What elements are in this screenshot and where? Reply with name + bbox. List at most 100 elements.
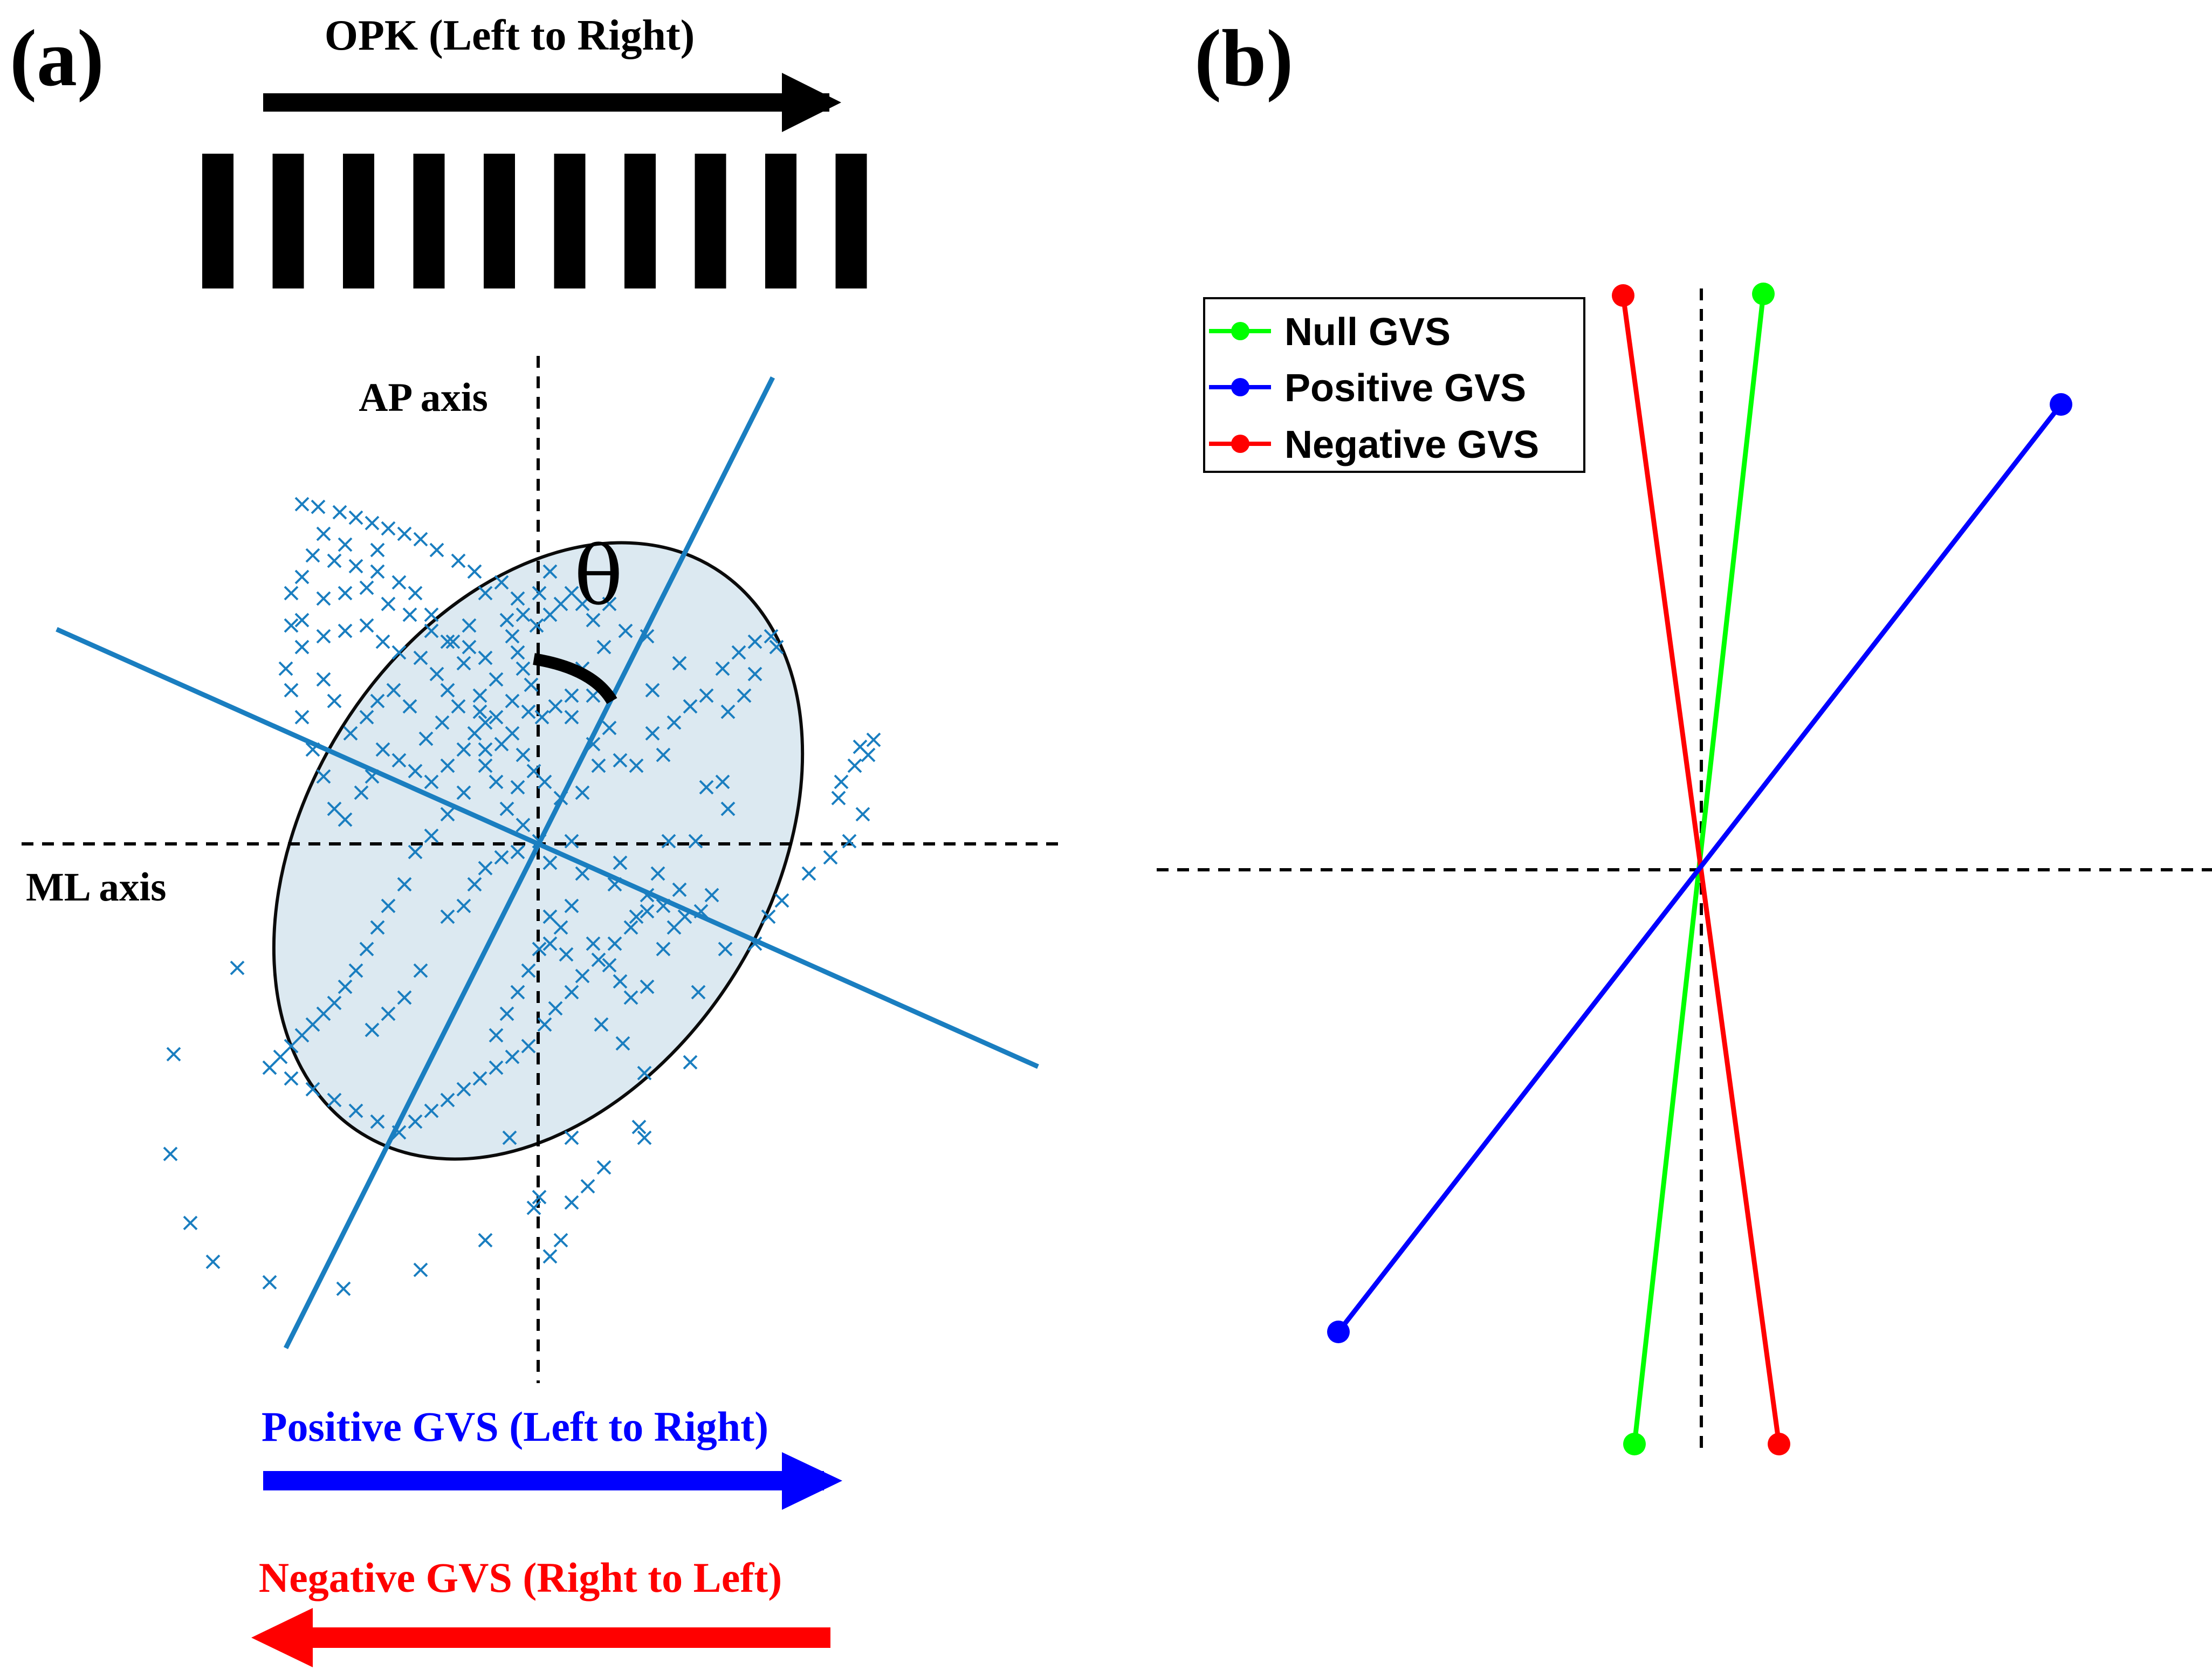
scatter-marker [537, 1017, 552, 1032]
scatter-marker [764, 629, 779, 644]
scatter-marker [365, 769, 380, 784]
scatter-marker [402, 607, 417, 622]
negative-gvs-arrow [251, 1608, 830, 1667]
scatter-marker [564, 1195, 579, 1210]
scatter-marker [720, 704, 736, 719]
scatter-marker [580, 1179, 595, 1194]
scatter-marker [715, 661, 730, 676]
scatter-marker [370, 542, 385, 558]
scatter-marker [575, 785, 590, 800]
scatter-marker [316, 526, 331, 541]
scatter-marker [478, 742, 493, 757]
opk-stripe [695, 154, 726, 288]
scatter-marker [370, 1114, 385, 1129]
scatter-marker [365, 1022, 380, 1037]
scatter-marker [542, 855, 558, 870]
scatter-marker [737, 688, 752, 703]
scatter-marker [596, 640, 612, 655]
scatter-marker [505, 629, 520, 644]
negative-gvs-label: Negative GVS (Right to Left) [259, 1554, 782, 1601]
scatter-marker [769, 640, 784, 655]
scatter-marker [336, 1281, 351, 1296]
scatter-marker [467, 877, 482, 892]
scatter-marker [640, 629, 655, 644]
scatter-marker [391, 645, 407, 660]
scatter-marker [359, 580, 374, 595]
opk-arrow [263, 73, 841, 132]
scatter-marker [521, 1039, 536, 1054]
legend-item-negative: Negative GVS [1209, 423, 1539, 466]
scatter-marker [451, 553, 466, 568]
scatter-marker [163, 1146, 178, 1161]
scatter-marker [548, 699, 563, 714]
scatter-marker [440, 1092, 455, 1108]
scatter-marker [575, 866, 590, 881]
scatter-marker [429, 542, 444, 558]
scatter-marker [424, 1103, 439, 1118]
scatter-marker [305, 548, 320, 563]
scatter-marker [510, 844, 525, 860]
legend-label-negative: Negative GVS [1284, 423, 1539, 466]
scatter-marker [348, 559, 363, 574]
scatter-marker [424, 623, 439, 638]
scatter-marker [564, 898, 579, 913]
scatter-marker [656, 747, 671, 762]
scatter-marker [381, 898, 396, 913]
scatter-points [163, 497, 881, 1296]
scatter-marker [472, 688, 487, 703]
scatter-marker [510, 645, 525, 660]
major-principal-axis [283, 376, 775, 1350]
scatter-marker [284, 1071, 299, 1086]
panel-a-label: (a) [10, 13, 104, 103]
scatter-marker [532, 1190, 547, 1205]
scatter-marker [524, 677, 539, 692]
scatter-marker [327, 553, 342, 568]
scatter-marker [183, 1215, 198, 1231]
scatter-marker [413, 650, 428, 665]
scatter-marker [529, 618, 544, 633]
scatter-marker [327, 801, 342, 816]
scatter-marker [516, 817, 531, 833]
scatter-marker [489, 710, 504, 725]
scatter-marker [718, 941, 733, 957]
scatter-marker [413, 1262, 428, 1277]
scatter-marker [456, 1082, 471, 1097]
scatter-marker [575, 596, 590, 611]
scatter-marker [586, 936, 601, 951]
scatter-marker [332, 505, 347, 520]
scatter-marker [607, 936, 622, 951]
scatter-marker [284, 683, 299, 698]
theta-arc [533, 653, 617, 704]
scatter-marker [715, 774, 730, 789]
scatter-marker [834, 774, 849, 789]
scatter-marker [397, 990, 412, 1005]
scatter-marker [613, 974, 628, 989]
scatter-marker [594, 1017, 609, 1032]
scatter-marker [645, 683, 660, 698]
scatter-marker [672, 656, 687, 671]
scatter-marker [391, 1125, 407, 1140]
scatter-marker [548, 1001, 563, 1016]
scatter-marker [408, 764, 423, 779]
scatter-marker [327, 1092, 342, 1108]
scatter-marker [338, 586, 353, 601]
scatter-marker [424, 774, 439, 789]
scatter-marker [305, 742, 320, 757]
scatter-marker [391, 753, 407, 768]
scatter-marker [591, 952, 606, 967]
scatter-marker [472, 704, 487, 719]
scatter-marker [586, 737, 601, 752]
scatter-marker [691, 985, 706, 1000]
scatter-marker [370, 693, 385, 709]
scatter-marker [521, 963, 536, 978]
scatter-marker [381, 596, 396, 611]
legend-item-positive: Positive GVS [1209, 367, 1526, 410]
scatter-marker [230, 960, 245, 975]
scatter-marker [316, 591, 331, 606]
scatter-marker [402, 699, 417, 714]
scatter-marker [615, 1036, 630, 1051]
scatter-marker [602, 958, 617, 973]
minor-principal-axis [56, 627, 1039, 1069]
scatter-marker [478, 1233, 493, 1248]
